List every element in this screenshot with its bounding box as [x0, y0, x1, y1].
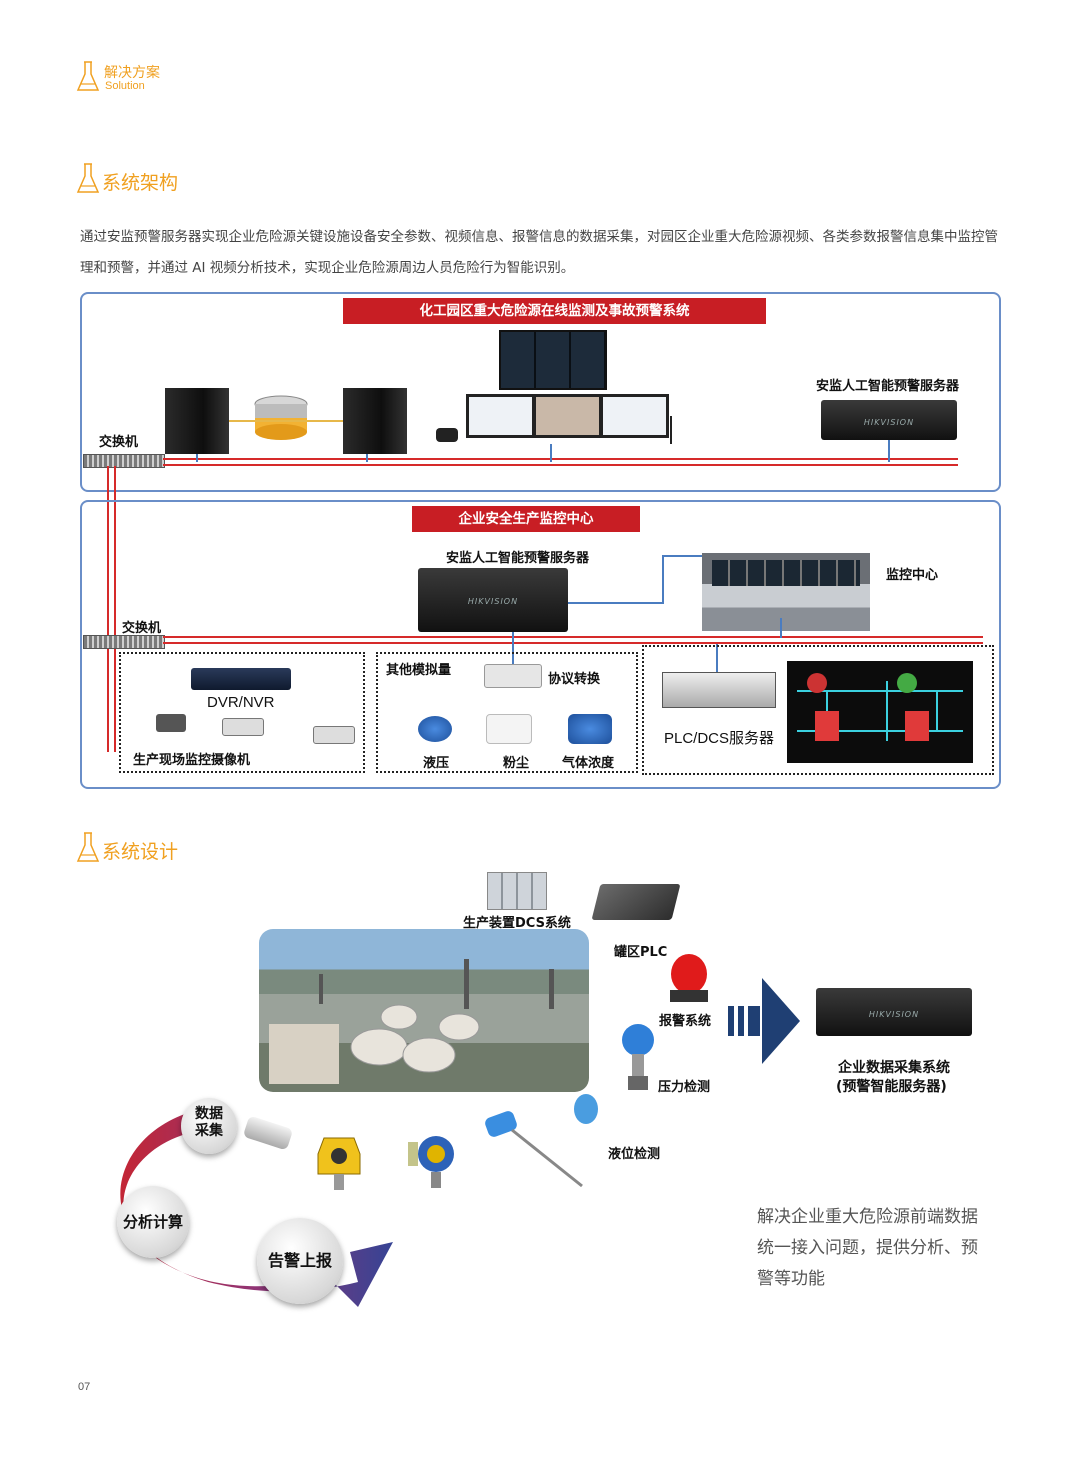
hikvision-logo: HIKVISION	[863, 418, 915, 427]
network-line	[163, 458, 958, 460]
ai-server-bottom: HIKVISION	[418, 568, 568, 632]
park-system-banner: 化工园区重大危险源在线监测及事故预警系统	[343, 298, 766, 324]
ai-server-top: HIKVISION	[821, 400, 957, 440]
page-number: 07	[78, 1381, 91, 1393]
data-collection-server: HIKVISION	[816, 988, 972, 1036]
level-sensor-icon	[485, 1111, 583, 1188]
camera-icon	[313, 726, 355, 744]
network-link	[568, 602, 664, 604]
switch-label-top: 交换机	[99, 435, 139, 450]
control-room-screens	[712, 560, 860, 586]
design-title: 系统设计	[102, 841, 179, 863]
network-line	[163, 636, 983, 638]
network-line	[163, 464, 958, 466]
plc-dcs-server	[662, 672, 776, 708]
gas-sensor-icon	[568, 714, 612, 744]
design-description: 解决企业重大危险源前端数据统一接入问题，提供分析、预警等功能	[757, 1207, 978, 1289]
plc-board-icon	[591, 884, 681, 920]
video-wall	[499, 330, 607, 390]
level-transmitter-icon	[574, 1094, 598, 1124]
ai-server-label-top: 安监人工智能预警服务器	[816, 379, 960, 394]
protocol-converter-label: 协议转换	[548, 672, 601, 687]
alarm-label: 报警系统	[659, 1014, 712, 1029]
alarm-light-icon	[670, 954, 708, 1002]
switch-label-bottom: 交换机	[122, 621, 162, 636]
workstation-monitor	[466, 394, 535, 438]
step-data-collection: 数据 采集	[181, 1098, 237, 1154]
hydraulic-label: 液压	[423, 756, 450, 771]
flask-icon	[76, 163, 100, 193]
data-collection-label: 企业数据采集系统	[838, 1060, 950, 1076]
network-link	[662, 555, 702, 557]
architecture-title: 系统架构	[102, 172, 179, 194]
pressure-label: 压力检测	[658, 1080, 711, 1095]
network-link	[888, 440, 890, 462]
network-switch	[83, 635, 165, 649]
camera-group-label: 生产现场监控摄像机	[133, 753, 251, 768]
dust-sensor-icon	[486, 714, 532, 744]
dvr-nvr-label: DVR/NVR	[207, 694, 275, 711]
trunk-line	[107, 466, 109, 752]
pressure-transmitter-icon	[622, 1024, 654, 1090]
architecture-intro: 通过安监预警服务器实现企业危险源关键设施设备安全参数、视频信息、报警信息的数据采…	[80, 229, 998, 276]
dcs-cabinet-icon	[487, 872, 547, 910]
hydraulic-sensor-icon	[418, 716, 452, 742]
right-arrow-icon	[728, 978, 800, 1064]
other-analog-label: 其他模拟量	[386, 663, 452, 678]
database-icon	[254, 395, 308, 440]
workstation-monitor	[600, 394, 669, 438]
step-analysis: 分析计算	[117, 1186, 189, 1258]
plant-tanks	[269, 959, 554, 1084]
camera-icon	[156, 714, 186, 732]
dcs-label: 生产装置DCS系统	[463, 916, 571, 931]
camera-icon	[222, 718, 264, 736]
dvr-nvr-device	[191, 668, 291, 690]
camera-group	[119, 652, 365, 773]
process-arrow	[120, 1110, 394, 1307]
data-collection-sublabel: (预警智能服务器)	[836, 1079, 947, 1095]
protocol-converter	[484, 664, 542, 688]
plc-dcs-label: PLC/DCS服务器	[664, 730, 775, 747]
server-tower	[343, 388, 407, 454]
network-switch	[83, 454, 165, 468]
plc-dcs-group	[642, 645, 994, 775]
phone-icon	[436, 428, 458, 442]
section-title-en: Solution	[105, 80, 145, 92]
plc-label: 罐区PLC	[614, 945, 668, 960]
dust-label: 粉尘	[503, 756, 530, 771]
hikvision-logo: HIKVISION	[868, 1009, 920, 1019]
section-title-cn: 解决方案	[104, 65, 160, 81]
flask-icon	[76, 61, 100, 91]
server-tower	[165, 388, 229, 454]
network-link	[662, 555, 664, 604]
link-line	[229, 420, 343, 422]
network-link	[550, 444, 552, 462]
gas-label: 气体浓度	[562, 756, 615, 771]
network-link	[512, 632, 514, 664]
network-line	[163, 642, 983, 644]
level-label: 液位检测	[608, 1147, 661, 1162]
microphone-icon	[670, 416, 680, 444]
enterprise-monitoring-panel	[80, 500, 1001, 789]
network-link	[780, 618, 782, 638]
scada-diagram	[797, 673, 963, 741]
network-link	[716, 644, 718, 672]
enterprise-monitoring-banner: 企业安全生产监控中心	[412, 506, 640, 532]
workstation-monitor	[533, 394, 602, 438]
ai-server-label-bottom: 安监人工智能预警服务器	[446, 551, 590, 566]
network-link	[366, 454, 368, 462]
gas-detector-icon	[408, 1136, 454, 1188]
hikvision-logo: HIKVISION	[467, 596, 519, 606]
sensor-group	[376, 652, 638, 773]
trunk-line	[114, 466, 116, 752]
monitor-center-label: 监控中心	[886, 568, 939, 583]
network-link	[196, 454, 198, 462]
flask-icon	[76, 832, 100, 862]
gas-detector-icon	[317, 1137, 361, 1190]
step-alert-report: 告警上报	[257, 1218, 343, 1304]
